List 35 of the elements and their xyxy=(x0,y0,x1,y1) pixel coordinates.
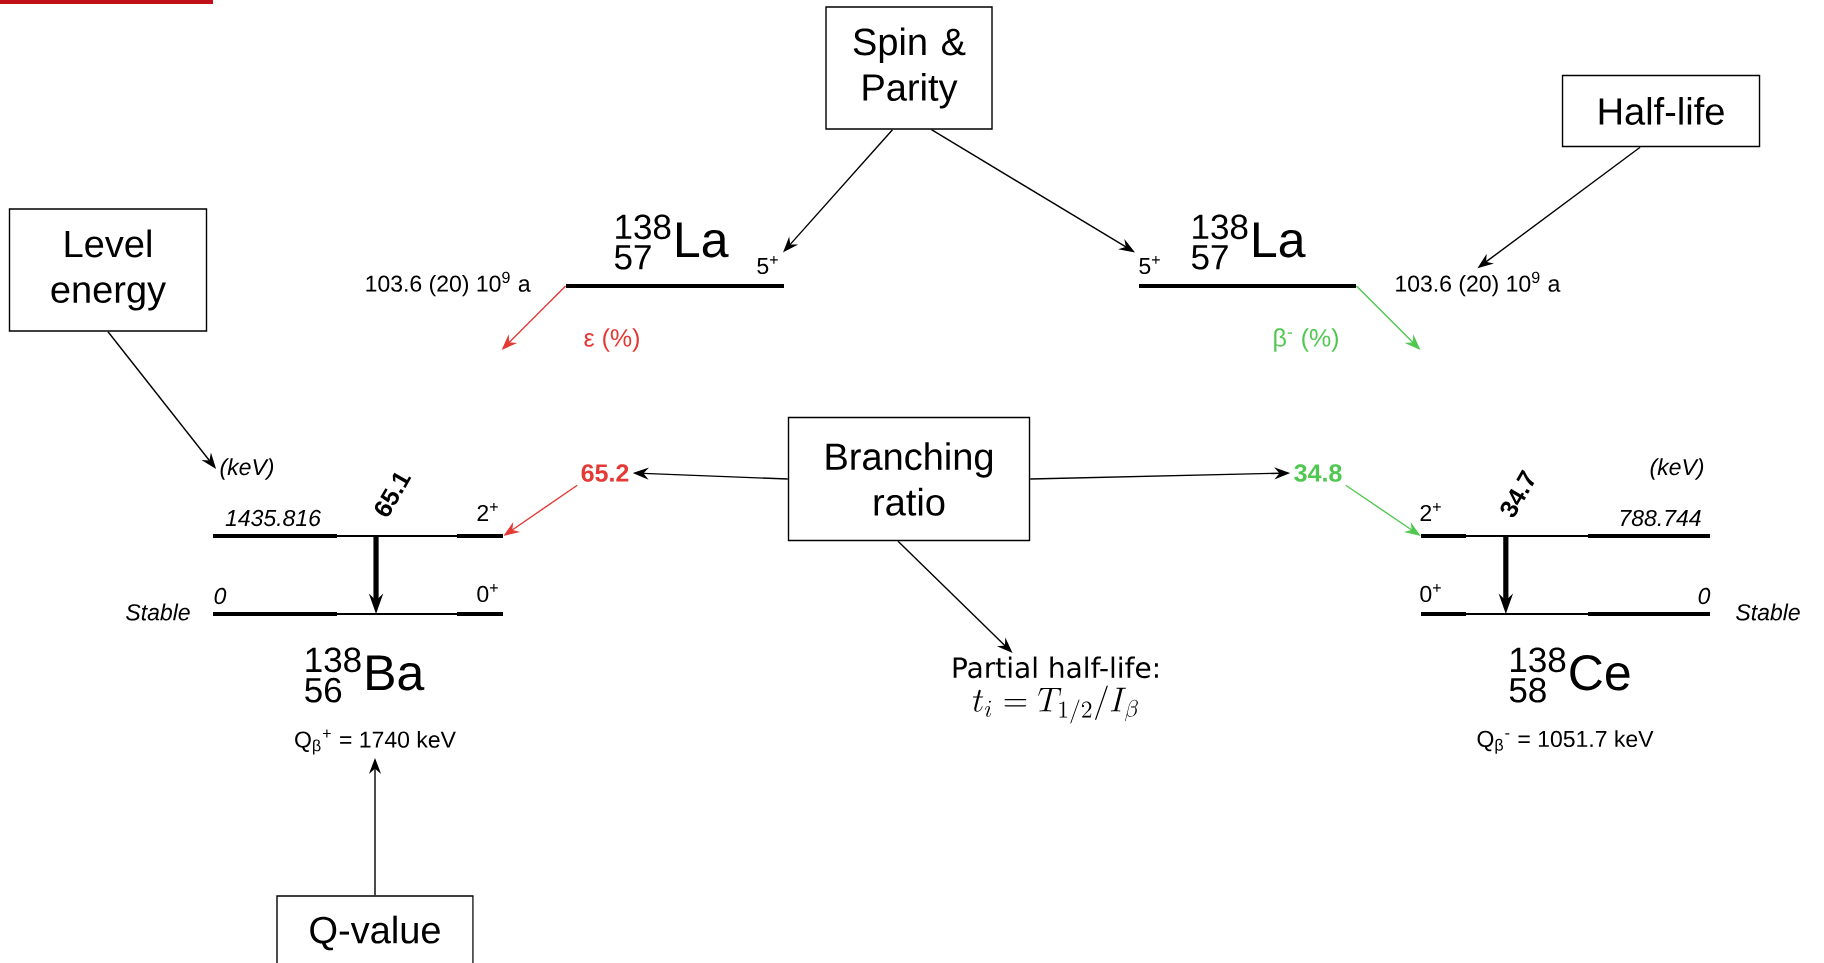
level-label: 0$^{+}$ xyxy=(477,583,498,603)
level-label: 2$^{+}$ xyxy=(477,503,498,521)
energy-level-line xyxy=(213,612,503,616)
annotation-text: (keV) xyxy=(220,458,274,480)
edge-label: β$^{-}$ (%) xyxy=(1270,326,1342,354)
level-label: 103.6 (20) 10$^{9}$ a xyxy=(366,271,531,297)
annotation-text: 65.2 xyxy=(581,464,629,482)
energy-level-line xyxy=(1139,284,1356,288)
level-label: 2$^{+}$ xyxy=(1420,503,1441,521)
nuclide-symbol: ${}^{\mathrm{138}}_{\mathrm{57}}\mathrm{La}$ xyxy=(614,214,729,270)
level-label: Q$_{β}$$^{-}$ = 1051.7 keV xyxy=(1477,730,1654,754)
annotation-text: 5$^{+}$ xyxy=(757,255,778,275)
level-label: 788.744 xyxy=(1620,509,1701,527)
nuclide-symbol: ${}^{\mathrm{138}}_{\mathrm{57}}\mathrm{La}$ xyxy=(1191,214,1306,270)
level-label: 0$^{+}$ xyxy=(1420,583,1441,603)
annotation-text: 34.8 xyxy=(1294,464,1342,482)
annotation-text: Q$_{β}$$^{+}$ = 1740 keV xyxy=(295,729,456,755)
energy-level-line xyxy=(1421,534,1711,538)
label-box: Spin & Parity xyxy=(825,6,993,130)
annotation-text: 103.6 (20) 10$^{9}$ a xyxy=(1396,271,1561,297)
energy-level-line xyxy=(213,534,503,538)
energy-level-line xyxy=(1421,612,1711,616)
label-box: Branching ratio xyxy=(787,416,1031,542)
label-box: Half-life xyxy=(1561,74,1761,148)
label-box: Q-value xyxy=(276,895,474,963)
level-label: 0 xyxy=(1698,587,1711,605)
level-label: 0 xyxy=(214,587,227,605)
annotation-text: 5$^{+}$ xyxy=(1139,255,1160,275)
label-box: Level energy xyxy=(8,208,208,332)
level-label: Stable xyxy=(126,603,190,621)
energy-level-line xyxy=(566,284,784,288)
edge-label: ε (%) xyxy=(581,326,643,354)
formula-text: Partial half-life: $t_i = T_{1/2}/I_{\beta}$ xyxy=(953,656,1158,724)
level-label: Stable xyxy=(1736,603,1800,621)
level-label: 1435.816 xyxy=(225,509,321,527)
